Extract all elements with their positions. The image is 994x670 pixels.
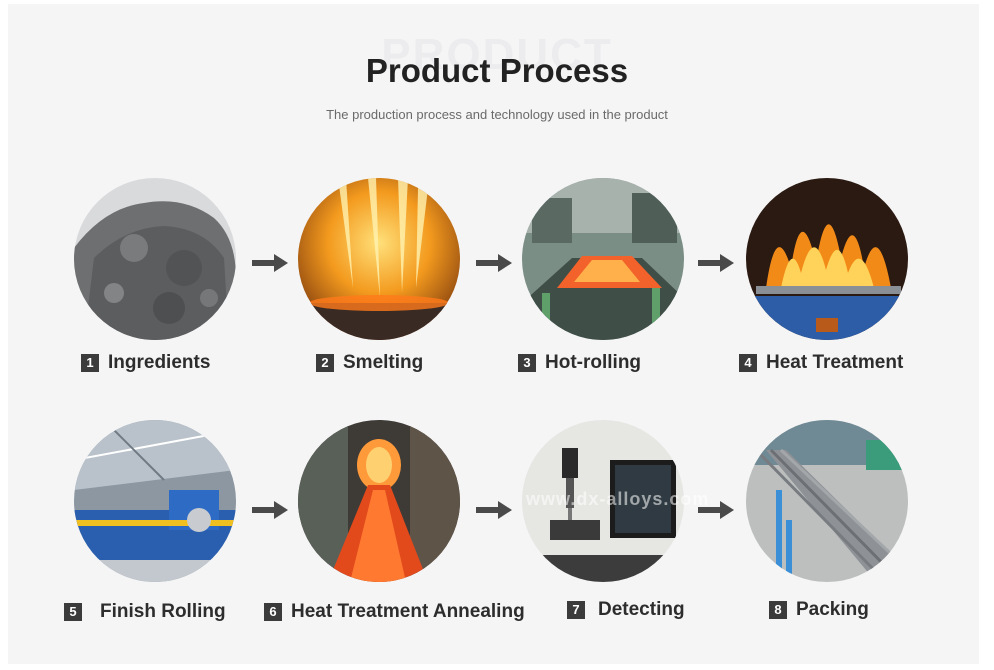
- step-title: Packing: [796, 599, 869, 620]
- step-title: Hot-rolling: [545, 352, 642, 373]
- smelting-photo: [298, 178, 460, 340]
- step-5-label: 5 Finish Rolling: [64, 599, 226, 625]
- step-3-label: 3 Hot-rolling: [518, 350, 641, 376]
- step-number-badge: 4: [739, 354, 757, 372]
- step-number-badge: 5: [64, 603, 82, 621]
- step-title: Heat Treatment Annealing: [291, 601, 525, 622]
- page-title: Product Process: [365, 52, 629, 89]
- step-4-label: 4 Heat Treatment: [739, 350, 903, 376]
- annealing-photo: [298, 420, 460, 582]
- step-1-label: 1 Ingredients: [81, 350, 210, 376]
- arrow-right-icon: [698, 254, 734, 272]
- step-2-label: 2 Smelting: [316, 350, 423, 376]
- ingredients-photo: [74, 178, 236, 340]
- finish-rolling-photo: [74, 420, 236, 582]
- step-number-badge: 6: [264, 603, 282, 621]
- step-title: Ingredients: [108, 352, 211, 373]
- arrow-right-icon: [252, 254, 288, 272]
- site-watermark: www.dx-alloys.com: [526, 489, 710, 509]
- step-number-badge: 7: [567, 601, 585, 619]
- step-8-label: 8 Packing: [769, 597, 869, 623]
- arrow-right-icon: [252, 501, 288, 519]
- step-title: Heat Treatment: [766, 352, 904, 373]
- step-title: Smelting: [343, 352, 424, 373]
- arrow-right-icon: [476, 501, 512, 519]
- step-number-badge: 8: [769, 601, 787, 619]
- step-number-badge: 3: [518, 354, 536, 372]
- arrow-right-icon: [698, 501, 734, 519]
- step-7-label: 7 Detecting: [567, 597, 685, 623]
- detecting-photo: [522, 420, 684, 582]
- step-title: Finish Rolling: [100, 601, 226, 622]
- step-number-badge: 1: [81, 354, 99, 372]
- heat-treatment-photo: [746, 178, 908, 340]
- hot-rolling-photo: [522, 178, 684, 340]
- packing-photo: [746, 420, 908, 582]
- step-number-badge: 2: [316, 354, 334, 372]
- step-6-label: 6 Heat Treatment Annealing: [264, 599, 525, 625]
- arrow-right-icon: [476, 254, 512, 272]
- title-watermark: PRODUCT: [381, 30, 613, 79]
- step-title: Detecting: [598, 599, 685, 620]
- page-subtitle: The production process and technology us…: [326, 107, 668, 122]
